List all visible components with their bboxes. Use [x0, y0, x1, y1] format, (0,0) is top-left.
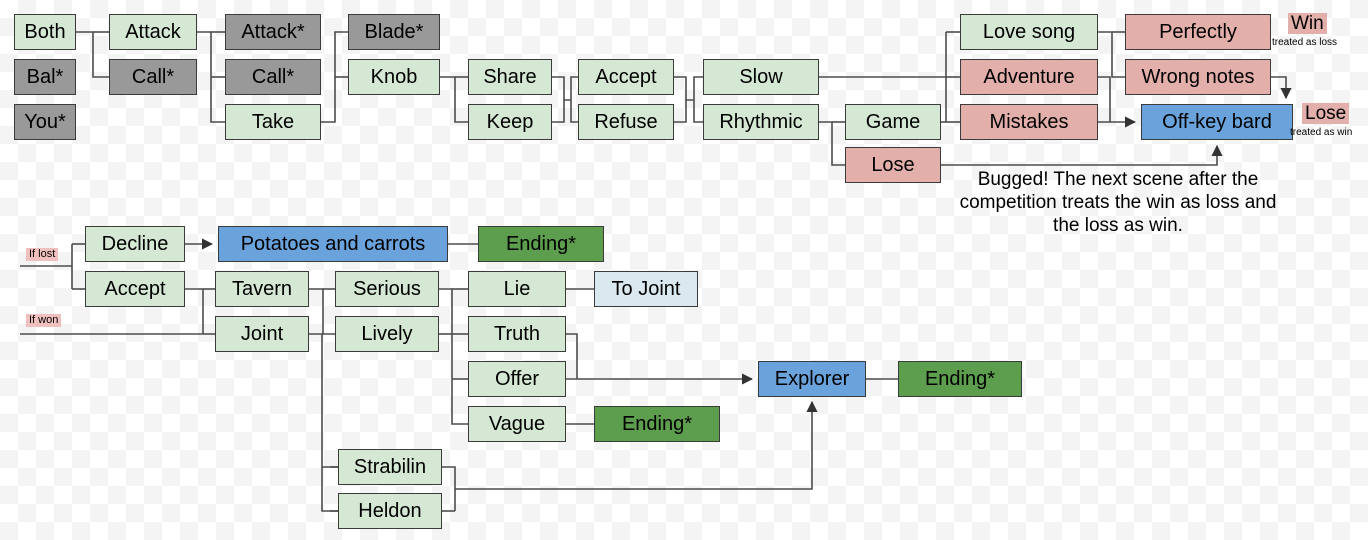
node-heldon[interactable]: Heldon: [338, 493, 442, 529]
node-slow[interactable]: Slow: [703, 59, 819, 95]
node-game[interactable]: Game: [845, 104, 941, 140]
node-label: You*: [24, 111, 66, 133]
node-love-song[interactable]: Love song: [960, 14, 1098, 50]
node-wrong-notes[interactable]: Wrong notes: [1125, 59, 1271, 95]
node-lively[interactable]: Lively: [335, 316, 439, 352]
node-label: Decline: [101, 233, 169, 255]
node-label: Ending*: [924, 368, 996, 390]
node-label: Keep: [486, 111, 534, 133]
node-label: Attack: [125, 21, 181, 43]
tag-win-subtext: treated as loss: [1272, 37, 1338, 48]
node-label: Love song: [982, 21, 1076, 43]
node-vague[interactable]: Vague: [468, 406, 566, 442]
node-label: Tavern: [231, 278, 293, 300]
node-rhythmic[interactable]: Rhythmic: [703, 104, 819, 140]
bug-note: Bugged! The next scene after the competi…: [959, 169, 1277, 237]
node-call-2[interactable]: Call*: [225, 59, 321, 95]
node-label: Slow: [739, 66, 783, 88]
node-label: Potatoes and carrots: [240, 233, 426, 255]
node-label: Explorer: [774, 368, 850, 390]
node-label: Vague: [488, 413, 546, 435]
node-attack-2[interactable]: Attack*: [225, 14, 321, 50]
node-off-key-bard[interactable]: Off-key bard: [1141, 104, 1293, 140]
node-ending-2[interactable]: Ending*: [594, 406, 720, 442]
node-to-joint[interactable]: To Joint: [594, 271, 698, 307]
tag-win: Win: [1288, 13, 1327, 34]
node-label: Share: [483, 66, 537, 88]
node-label: Ending*: [621, 413, 693, 435]
node-label: Game: [865, 111, 921, 133]
node-label: Joint: [240, 323, 284, 345]
node-potatoes-and-carrots[interactable]: Potatoes and carrots: [218, 226, 448, 262]
node-joint[interactable]: Joint: [215, 316, 309, 352]
node-refuse[interactable]: Refuse: [578, 104, 674, 140]
node-label: Take: [251, 111, 295, 133]
node-label: Adventure: [983, 66, 1075, 88]
node-label: Lively: [361, 323, 413, 345]
edge-label-if-won: If won: [26, 314, 62, 327]
tag-label: Lose: [1305, 103, 1347, 124]
tag-label: Win: [1291, 13, 1324, 34]
node-attack-1[interactable]: Attack: [109, 14, 197, 50]
node-label: Ending*: [505, 233, 577, 255]
node-strabilin[interactable]: Strabilin: [338, 449, 442, 485]
node-decline[interactable]: Decline: [85, 226, 185, 262]
node-label: Blade*: [364, 21, 424, 43]
node-accept-1[interactable]: Accept: [578, 59, 674, 95]
tag-lose: Lose: [1302, 103, 1350, 124]
node-label: Bal*: [26, 66, 64, 88]
node-label: Both: [24, 21, 66, 43]
node-label: Lose: [871, 154, 915, 176]
node-offer[interactable]: Offer: [468, 361, 566, 397]
node-knob[interactable]: Knob: [348, 59, 440, 95]
node-share[interactable]: Share: [468, 59, 552, 95]
node-bal[interactable]: Bal*: [14, 59, 76, 95]
node-blade[interactable]: Blade*: [348, 14, 440, 50]
node-label: Strabilin: [353, 456, 427, 478]
node-label: Rhythmic: [719, 111, 803, 133]
node-perfectly[interactable]: Perfectly: [1125, 14, 1271, 50]
node-label: Offer: [494, 368, 540, 390]
node-label: Knob: [370, 66, 418, 88]
node-label: Perfectly: [1159, 21, 1237, 43]
node-truth[interactable]: Truth: [468, 316, 566, 352]
node-label: Mistakes: [989, 111, 1069, 133]
node-lie[interactable]: Lie: [468, 271, 566, 307]
edge-label-if-lost: If lost: [26, 248, 59, 261]
node-serious[interactable]: Serious: [335, 271, 439, 307]
node-accept-2[interactable]: Accept: [85, 271, 185, 307]
node-label: Call*: [131, 66, 175, 88]
node-label: Lie: [503, 278, 531, 300]
node-label: Serious: [353, 278, 421, 300]
node-label: Accept: [104, 278, 166, 300]
node-ending-3[interactable]: Ending*: [898, 361, 1022, 397]
node-ending-1[interactable]: Ending*: [478, 226, 604, 262]
node-take[interactable]: Take: [225, 104, 321, 140]
node-label: To Joint: [611, 278, 681, 300]
node-label: Accept: [595, 66, 657, 88]
node-label: Truth: [494, 323, 540, 345]
node-label: Off-key bard: [1162, 111, 1272, 133]
node-label: Attack*: [241, 21, 305, 43]
node-label: Heldon: [358, 500, 422, 522]
node-lose[interactable]: Lose: [845, 147, 941, 183]
node-label: Wrong notes: [1141, 66, 1255, 88]
node-tavern[interactable]: Tavern: [215, 271, 309, 307]
node-call-1[interactable]: Call*: [109, 59, 197, 95]
node-you[interactable]: You*: [14, 104, 76, 140]
node-mistakes[interactable]: Mistakes: [960, 104, 1098, 140]
tag-lose-subtext: treated as win: [1290, 127, 1353, 138]
node-label: Call*: [251, 66, 295, 88]
node-both[interactable]: Both: [14, 14, 76, 50]
node-keep[interactable]: Keep: [468, 104, 552, 140]
node-label: Refuse: [594, 111, 658, 133]
node-adventure[interactable]: Adventure: [960, 59, 1098, 95]
node-explorer[interactable]: Explorer: [758, 361, 866, 397]
